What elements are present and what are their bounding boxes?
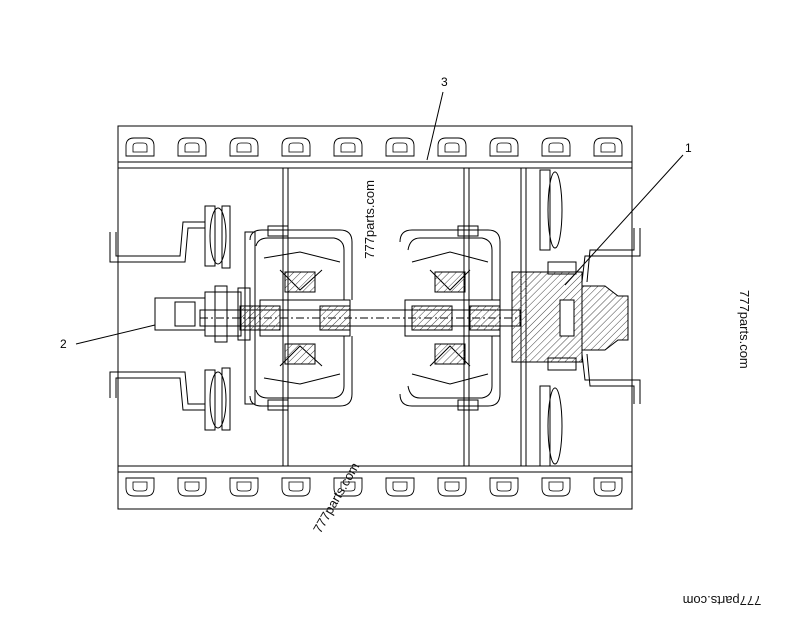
callout-leaders bbox=[75, 91, 684, 345]
track-lug bbox=[177, 477, 207, 497]
track-lug bbox=[541, 137, 571, 157]
center-axle bbox=[199, 305, 521, 331]
track-lug bbox=[229, 477, 259, 497]
callout-3: 3 bbox=[441, 75, 448, 89]
watermark: 777parts.com bbox=[310, 460, 362, 536]
right-drive-motor bbox=[511, 261, 629, 371]
track-lug bbox=[593, 477, 623, 497]
track-lug bbox=[229, 137, 259, 157]
track-lug bbox=[593, 137, 623, 157]
track-lug bbox=[489, 137, 519, 157]
watermark: 777parts.com bbox=[737, 290, 752, 369]
track-lug bbox=[125, 137, 155, 157]
bottom-track-lugs bbox=[125, 477, 623, 497]
track-lug bbox=[437, 477, 467, 497]
track-lug bbox=[541, 477, 571, 497]
track-lug bbox=[385, 477, 415, 497]
top-track-lugs bbox=[125, 137, 623, 157]
track-lug bbox=[281, 477, 311, 497]
left-idler-brackets bbox=[109, 205, 231, 431]
right-drum-assembly bbox=[399, 225, 501, 411]
watermark: 777parts.com bbox=[362, 180, 377, 259]
track-lug bbox=[177, 137, 207, 157]
watermark: 777parts.com bbox=[683, 593, 762, 608]
callout-1: 1 bbox=[685, 141, 692, 155]
track-lug bbox=[333, 137, 363, 157]
track-lug bbox=[125, 477, 155, 497]
right-idler-brackets bbox=[539, 169, 641, 467]
track-lug bbox=[281, 137, 311, 157]
left-end-hub bbox=[154, 285, 251, 343]
track-lug bbox=[437, 137, 467, 157]
callout-2: 2 bbox=[60, 337, 67, 351]
track-lug bbox=[489, 477, 519, 497]
track-lug bbox=[385, 137, 415, 157]
